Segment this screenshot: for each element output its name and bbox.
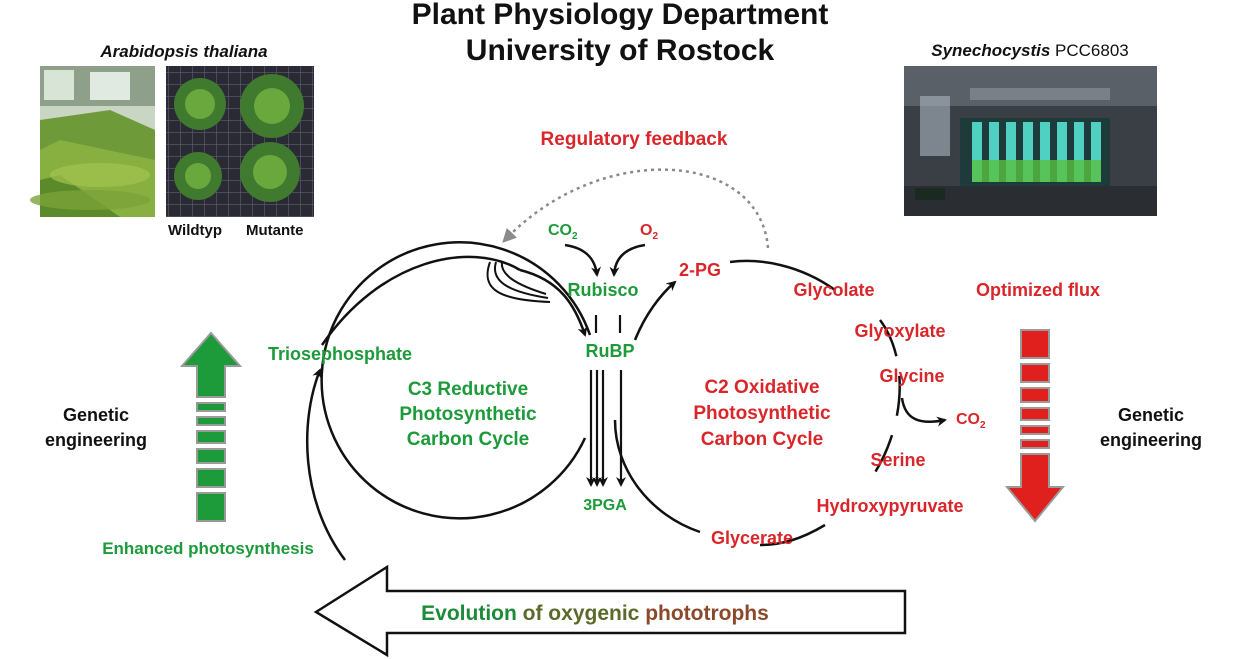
synechocystis-photo-group: Synechocystis PCC6803 — [904, 41, 1157, 216]
c3-title-line3: Carbon Cycle — [407, 429, 529, 450]
c2-cycle-arc-left — [613, 419, 701, 534]
co2-input-arrow — [564, 243, 602, 277]
rubp-curve-arrow — [519, 268, 588, 337]
enhanced-photosynthesis-arrow — [179, 331, 243, 522]
bioreactor-photo — [904, 66, 1157, 216]
co2-release-label: CO2 — [956, 411, 986, 431]
enhanced-photosynthesis-label: Enhanced photosynthesis — [102, 539, 314, 558]
label-mutant: Mutante — [246, 222, 304, 239]
o2-input-arrow — [609, 243, 646, 277]
arabidopsis-caption: Arabidopsis thaliana — [99, 42, 267, 61]
wildtype-rosette-bottom — [174, 152, 222, 200]
c2-title-line3: Carbon Cycle — [701, 429, 823, 450]
co2-release-arrow — [900, 397, 947, 427]
optimized-flux-arrow — [1004, 329, 1066, 523]
wildtype-rosette-top — [174, 78, 226, 130]
regulatory-feedback-label: Regulatory feedback — [541, 129, 728, 150]
rubisco-to-2pg-arrow — [633, 280, 677, 341]
greenhouse-photo — [30, 66, 155, 217]
rosette-grid-photo — [166, 66, 314, 217]
header-line2: University of Rostock — [466, 34, 775, 67]
regulatory-feedback-arrow — [502, 168, 770, 249]
rubisco-label: Rubisco — [567, 280, 638, 300]
glycerate-label: Glycerate — [711, 528, 793, 548]
c3-title-line1: C3 Reductive — [408, 379, 528, 400]
mutant-rosette-top — [240, 74, 304, 138]
rubp-label: RuBP — [586, 341, 635, 361]
co2-input-label: CO2 — [548, 222, 578, 242]
o2-input-label: O2 — [640, 222, 658, 242]
2pg-label: 2-PG — [679, 260, 721, 280]
glyoxylate-label: Glyoxylate — [854, 321, 945, 341]
glycolate-label: Glycolate — [793, 280, 874, 300]
triosephosphate-label: Triosephosphate — [268, 344, 412, 364]
glycine-label: Glycine — [879, 366, 944, 386]
c3-to-triose-arrow — [305, 368, 347, 561]
c2-title-line2: Photosynthetic — [693, 403, 831, 424]
left-genetic-line1: Genetic — [63, 405, 129, 425]
left-genetic-line2: engineering — [45, 430, 147, 450]
c2-cycle-arc-top — [729, 259, 836, 292]
c3-title-line2: Photosynthetic — [399, 404, 537, 425]
triose-to-rubp-arc — [320, 255, 521, 346]
c3-cycle-ring — [320, 241, 592, 520]
rubp-to-3pga-arrows — [586, 315, 626, 487]
optimized-flux-label: Optimized flux — [976, 280, 1100, 300]
regeneration-loops — [486, 261, 551, 303]
synechocystis-caption: Synechocystis PCC6803 — [931, 41, 1129, 60]
c2-cycle-arc-bottom — [759, 523, 826, 547]
3pga-label: 3PGA — [583, 497, 627, 514]
serine-label: Serine — [870, 450, 925, 470]
evolution-label: Evolution of oxygenic phototrophs — [421, 602, 769, 625]
header-line1: Plant Physiology Department — [412, 0, 829, 31]
right-genetic-line2: engineering — [1100, 430, 1202, 450]
hydroxypyruvate-label: Hydroxypyruvate — [816, 496, 963, 516]
arabidopsis-photo-group: Arabidopsis thaliana — [30, 42, 314, 239]
right-genetic-line1: Genetic — [1118, 405, 1184, 425]
c2-cycle-arc-right — [868, 319, 901, 481]
evolution-arrow — [313, 564, 907, 658]
c2-title-line1: C2 Oxidative — [704, 377, 819, 398]
mutant-rosette-bottom — [240, 142, 300, 202]
label-wildtype: Wildtyp — [168, 222, 222, 239]
